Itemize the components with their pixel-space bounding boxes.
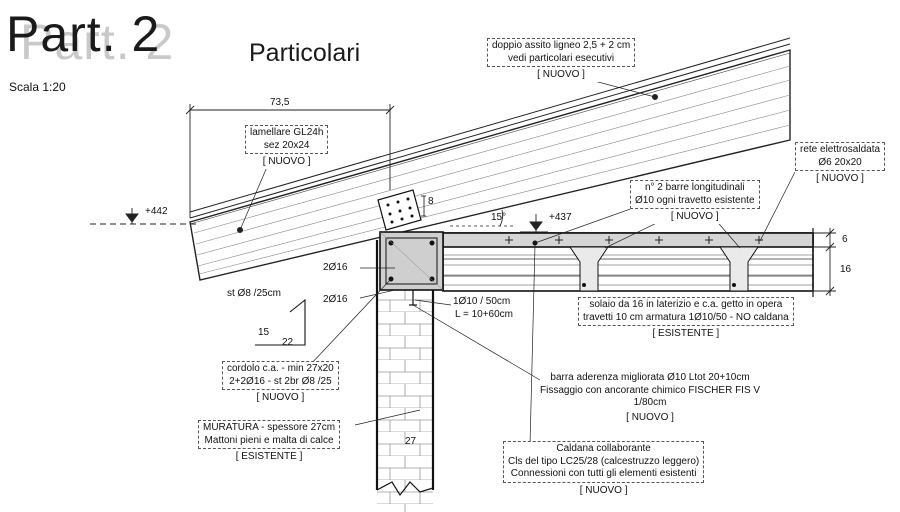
note-barre: n° 2 barre longitudinali Ø10 ogni travet… [630, 180, 760, 224]
note-rete-tag: [ NUOVO ] [816, 173, 864, 184]
note-lamellare-line2: sez 20x24 [263, 139, 310, 151]
wall-27-label: 27 [405, 436, 417, 447]
scale-label: Scala 1:20 [9, 80, 66, 94]
elevation-437-marker [520, 214, 548, 233]
note-muratura-line1: MURATURA - spessore 27cm [203, 422, 336, 433]
note-assito: doppio assito ligneo 2,5 + 2 cm vedi par… [487, 38, 636, 82]
note-rete-line2: Ø6 20x20 [818, 156, 862, 168]
note-caldana-line2: Cls del tipo LC25/28 (calcestruzzo legge… [508, 455, 700, 467]
note-cordolo-tag: [ NUOVO ] [256, 392, 305, 403]
steel-bracket [377, 189, 426, 231]
note-barre-line1: n° 2 barre longitudinali [644, 182, 745, 193]
note-solaio-line1: solaio da 16 in laterizio e c.a. getto i… [589, 299, 783, 310]
note-muratura-tag: [ ESISTENTE ] [235, 451, 303, 462]
note-rete: rete elettrosaldata Ø6 20x20 [ NUOVO ] [795, 142, 886, 186]
note-barra-line1: barra aderenza migliorata Ø10 Ltot 20+10… [550, 372, 750, 383]
note-barre-tag: [ NUOVO ] [670, 211, 719, 222]
title-shadow: Part. 2 [20, 14, 175, 70]
note-barra-line3: 1/80cm [633, 397, 667, 408]
roof-rafter [189, 37, 791, 281]
slab-dimensions [812, 228, 836, 296]
note-cordolo-line2: 2+2Ø16 - st 2br Ø8 /25 [229, 375, 332, 387]
floor-slab [442, 228, 814, 300]
note-caldana-tag: [ NUOVO ] [579, 484, 628, 496]
note-muratura: MURATURA - spessore 27cm Mattoni pieni e… [198, 420, 341, 464]
note-solaio-line2: travetti 10 cm armatura 1Ø10/50 - NO cal… [583, 311, 789, 323]
dim-8-label: 8 [428, 196, 434, 207]
note-assito-tag: [ NUOVO ] [537, 69, 585, 80]
note-caldana-line3: Connessioni con tutti gli elementi esist… [510, 468, 697, 479]
note-caldana-line1: Caldana collaborante [556, 443, 651, 454]
angle-15-label: 15° [491, 212, 507, 223]
page-subtitle: Particolari [249, 39, 361, 67]
note-barra-line2: Fissaggio con ancorante chimico FISCHER … [540, 384, 761, 396]
dimension-73-5 [185, 104, 395, 218]
stirrups-label: st Ø8 /25cm [227, 288, 281, 299]
page-title: Part. 2 [6, 6, 161, 62]
bars-bottom-label: 2Ø16 [323, 294, 348, 305]
bars-top-label: 2Ø16 [323, 262, 348, 273]
note-barra-tag: [ NUOVO ] [626, 411, 674, 423]
roof-angle-arc [499, 209, 504, 227]
note-cordolo-line1: cordolo c.a. - min 27x20 [227, 363, 334, 374]
elevation-437-label: +437 [549, 212, 572, 223]
elevation-442-label: +442 [145, 206, 168, 217]
dim-73-5-label: 73,5 [270, 97, 290, 108]
note-solaio-tag: [ ESISTENTE ] [652, 328, 720, 339]
note-solaio: solaio da 16 in laterizio e c.a. getto i… [578, 297, 794, 341]
note-lamellare-line1: lamellare GL24h [250, 127, 324, 138]
note-muratura-line2: Mattoni pieni e malta di calce [204, 434, 334, 446]
stirrup-sketch [255, 298, 306, 346]
stirrup-15-label: 15 [258, 327, 270, 338]
note-assito-line1: doppio assito ligneo 2,5 + 2 cm [492, 40, 631, 51]
dim-6-label: 6 [842, 234, 848, 245]
note-rete-line1: rete elettrosaldata [800, 144, 881, 155]
connector-label: 1Ø10 / 50cm [453, 296, 511, 307]
note-lamellare: lamellare GL24h sez 20x24 [ NUOVO ] [245, 125, 329, 169]
note-barre-line2: Ø10 ogni travetto esistente [635, 194, 755, 206]
connector-length-label: L = 10+60cm [455, 309, 514, 320]
elevation-442-marker [90, 208, 200, 225]
concrete-curb [379, 231, 444, 306]
stirrup-22-label: 22 [282, 337, 294, 348]
note-caldana: Caldana collaborante Cls del tipo LC25/2… [503, 441, 705, 497]
note-cordolo: cordolo c.a. - min 27x20 2+2Ø16 - st 2br… [222, 361, 339, 405]
note-barra: barra aderenza migliorata Ø10 Ltot 20+10… [540, 372, 761, 424]
note-assito-line2: vedi particolari esecutivi [507, 52, 615, 64]
masonry-wall [375, 240, 435, 512]
note-lamellare-tag: [ NUOVO ] [262, 156, 311, 167]
dim-16-label: 16 [840, 264, 852, 275]
